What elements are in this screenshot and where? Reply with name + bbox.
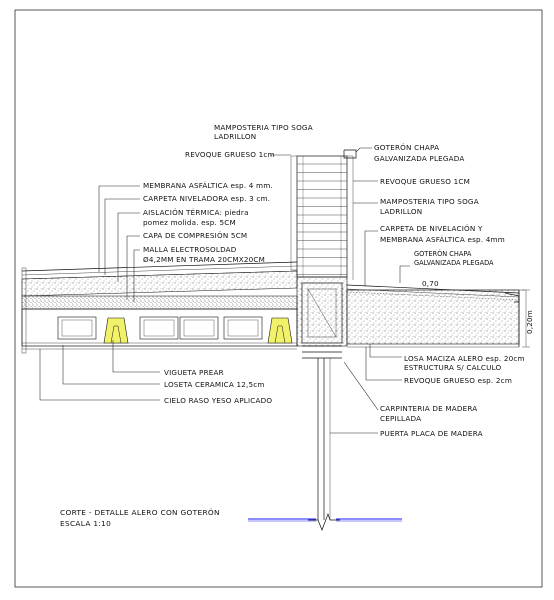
- carpinteria-madera: [301, 282, 343, 531]
- annotations: MAMPOSTERIA TIPO SOGA LADRILLON REVOQUE …: [60, 123, 534, 528]
- label-mamposteria-top-1: MAMPOSTERIA TIPO SOGA: [214, 123, 313, 132]
- goteron-cap: [343, 149, 357, 159]
- label-revoque-left: REVOQUE GRUESO 1cm: [185, 150, 275, 159]
- dimension-020: [522, 289, 530, 348]
- roof-layers: [21, 261, 298, 354]
- hollow-block: [223, 316, 263, 340]
- label-carpinteria-2: CEPILLADA: [380, 414, 421, 423]
- label-aislacion-2: pomez molida. esp. 5CM: [143, 218, 236, 227]
- label-membrana: MEMBRANA ASFÁLTICA esp. 4 mm.: [143, 181, 273, 190]
- label-losa-1: LOSA MACIZA ALERO esp. 20cm: [404, 354, 525, 363]
- label-loseta: LOSETA CERAMICA 12,5cm: [164, 380, 265, 389]
- ceramic-slab: [21, 308, 298, 350]
- aislacion-termica: [21, 270, 298, 297]
- label-goteron-top-1: GOTERÓN CHAPA: [374, 143, 439, 152]
- losa-maciza-alero: [296, 276, 520, 348]
- label-malla-2: Ø4,2MM EN TRAMA 20CMX20CM: [143, 255, 265, 264]
- label-cielo-raso: CIELO RASO YESO APLICADO: [164, 396, 272, 405]
- leader-lines: [39, 147, 410, 434]
- hollow-block: [139, 316, 179, 340]
- label-puerta: PUERTA PLACA DE MADERA: [380, 429, 483, 438]
- label-revoque-right: REVOQUE GRUESO 1CM: [380, 177, 470, 186]
- label-revoque-bottom: REVOQUE GRUESO esp. 2cm: [404, 376, 512, 385]
- label-goteron-right-2: GALVANIZADA PLEGADA: [414, 259, 494, 267]
- label-malla-1: MALLA ELECTROSOLDAD: [143, 245, 237, 254]
- sheet-frame: [14, 9, 543, 588]
- label-carpeta-right-1: CARPETA DE NIVELACIÓN Y: [380, 224, 483, 233]
- brick-wall: [290, 149, 357, 280]
- label-aislacion-1: AISLACIÓN TÉRMICA: piedra: [143, 208, 249, 217]
- brick-hatch-icon: [297, 156, 347, 277]
- capa-compresion: [21, 295, 298, 310]
- vigueta-joist: [267, 317, 293, 344]
- drawing-scale: ESCALA 1:10: [60, 519, 111, 528]
- label-carpeta-right-2: MEMBRANA ASFÁLTICA esp. 4mm: [380, 235, 505, 244]
- ground-line: [248, 518, 402, 522]
- vigueta-joist: [103, 317, 129, 344]
- hollow-block: [179, 316, 219, 340]
- label-mamposteria-right-1: MAMPOSTERIA TIPO SOGA: [380, 197, 479, 206]
- label-mamposteria-right-2: LADRILLON: [380, 207, 422, 216]
- label-dim-020: 0,20m: [525, 310, 534, 334]
- hollow-block: [57, 316, 97, 340]
- label-carpeta-niveladora: CARPETA NIVELADORA esp. 3 cm.: [143, 194, 270, 203]
- label-dim-070: 0,70: [422, 279, 439, 288]
- label-mamposteria-top-2: LADRILLON: [214, 132, 256, 141]
- label-losa-2: ESTRUCTURA S/ CALCULO: [404, 363, 502, 372]
- drawing-title: CORTE - DETALLE ALERO CON GOTERÓN: [60, 508, 220, 517]
- label-goteron-right-1: GOTERÓN CHAPA: [414, 249, 472, 258]
- label-goteron-top-2: GALVANIZADA PLEGADA: [374, 154, 465, 163]
- label-capa-compresion: CAPA DE COMPRESIÓN 5CM: [143, 231, 247, 240]
- label-carpinteria-1: CARPINTERIA DE MADERA: [380, 404, 477, 413]
- label-vigueta: VIGUETA PREAR: [164, 368, 224, 377]
